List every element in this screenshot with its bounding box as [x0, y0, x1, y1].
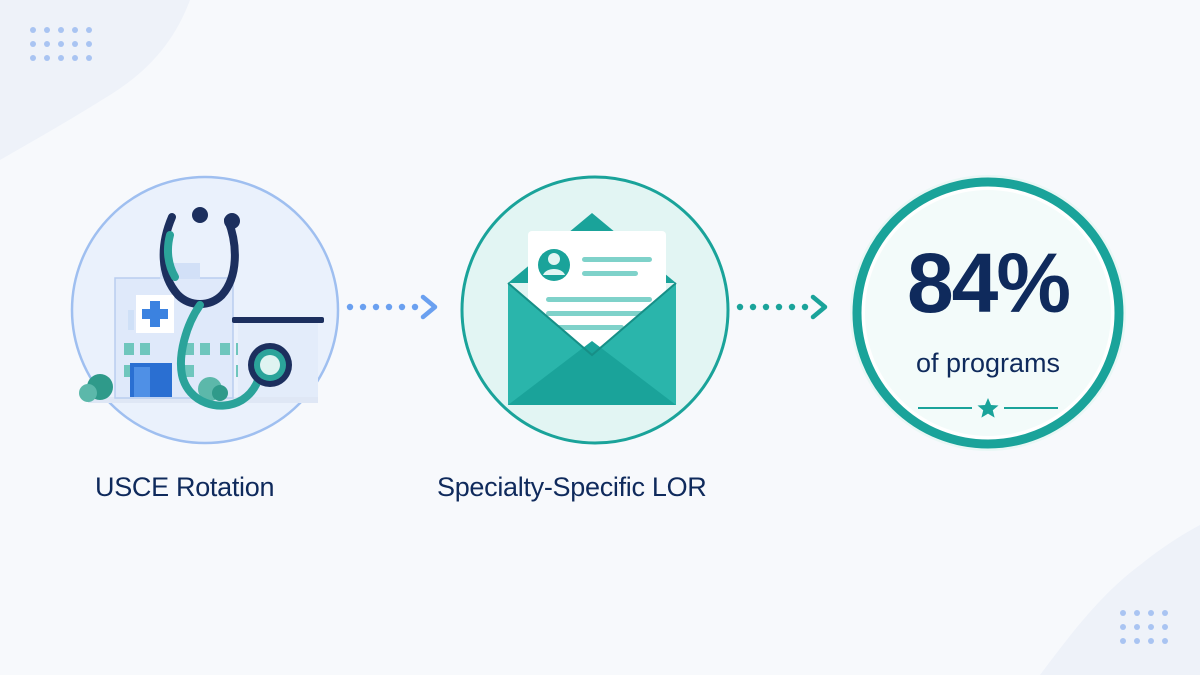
- specialty-lor-illustration: [460, 175, 730, 445]
- result-caption: of programs: [915, 348, 1061, 378]
- result-badge: 84% of programs: [845, 170, 1131, 456]
- corner-blob-bottom-right: [1040, 525, 1200, 675]
- usce-rotation-illustration: [70, 175, 340, 445]
- corner-blob-top-left: [0, 0, 190, 160]
- decorative-dots-top-left: [30, 27, 92, 61]
- step-label-specialty-lor: Specialty-Specific LOR: [437, 472, 707, 502]
- dotted-arrow-2: [736, 294, 828, 320]
- star-icon: [977, 398, 999, 418]
- envelope-letter-icon: [507, 213, 677, 405]
- step-label-usce-rotation: USCE Rotation: [95, 472, 275, 502]
- stethoscope-icon: [159, 207, 292, 410]
- result-percentage: 84%: [906, 236, 1071, 330]
- dotted-arrow-1: [346, 294, 438, 320]
- star-divider: [918, 398, 1058, 418]
- decorative-dots-bottom-right: [1120, 610, 1168, 644]
